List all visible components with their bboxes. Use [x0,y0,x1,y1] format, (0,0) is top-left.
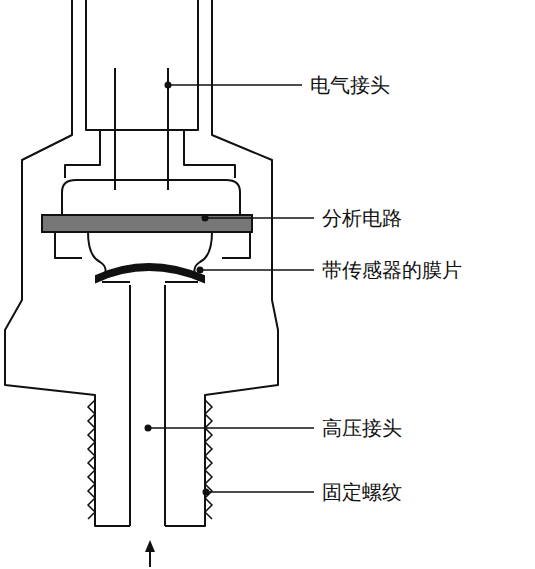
part-label: 分析电路 [320,206,404,230]
part-label: 电气接头 [308,73,392,97]
leader-line [205,217,314,219]
pressure-arrow [149,550,151,567]
screw-thread [88,400,95,519]
pin [114,68,116,190]
leader-dot [197,267,204,274]
high-pressure-bore [130,285,165,526]
leader-dot [202,215,209,222]
leader-dot [165,82,172,89]
body-step [102,281,198,283]
leader-line [168,84,302,86]
sensor-diaphragm [96,264,204,282]
connector-socket [86,0,198,130]
inner-wall [65,130,235,178]
part-label: 固定螺纹 [320,480,404,504]
screw-thread [205,400,212,519]
circuit-cover [62,180,240,215]
leader-dot [145,425,152,432]
leader-line [200,269,314,271]
part-label: 带传感器的膜片 [320,258,464,282]
leader-line [148,427,314,429]
part-label: 高压接头 [320,416,404,440]
pressure-arrowhead [145,540,155,552]
leader-dot [203,489,210,496]
board-support [55,232,250,258]
leader-line [206,491,314,493]
housing-outline [5,0,278,526]
